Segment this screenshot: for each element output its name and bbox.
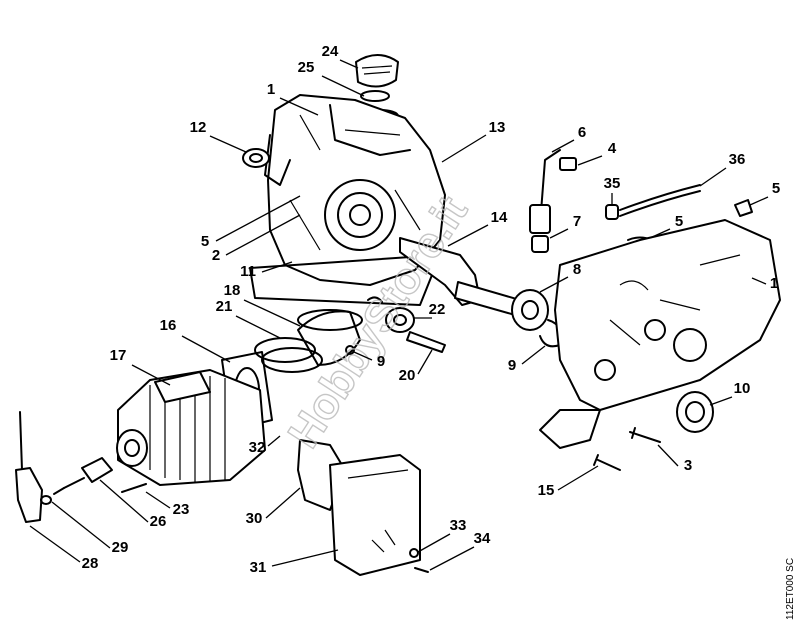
crankcase-right-part	[539, 219, 781, 449]
callout-leader-5	[649, 228, 671, 239]
wrist-pin-part	[367, 296, 446, 353]
callout-leader-36	[699, 167, 727, 187]
callout-leader-33	[417, 533, 451, 553]
callout-label-18: 18	[224, 282, 241, 299]
callout-leader-25	[321, 75, 365, 97]
callout-leader-34	[429, 546, 475, 571]
callout-leader-30	[265, 487, 301, 519]
spark-plug-part	[15, 411, 147, 523]
seal-and-screws-part	[593, 391, 714, 471]
callout-label-8: 8	[573, 261, 581, 278]
callout-label-29: 29	[112, 539, 129, 556]
callout-leader-12	[209, 135, 247, 153]
callout-label-5: 5	[675, 213, 683, 230]
oil-seal-part	[242, 148, 270, 168]
cylinder-part	[116, 369, 266, 486]
leader-lines	[29, 59, 769, 571]
callout-leader-6	[551, 139, 575, 153]
callout-leader-31	[271, 549, 339, 567]
callout-label-20: 20	[399, 367, 416, 384]
callout-leader-23	[145, 491, 171, 509]
callout-label-13: 13	[489, 119, 506, 136]
callout-leader-13	[441, 134, 487, 163]
callout-label-9: 9	[508, 357, 516, 374]
callout-label-3: 3	[684, 457, 692, 474]
callout-leader-9	[353, 351, 373, 361]
callout-label-7: 7	[573, 213, 581, 230]
callout-label-5: 5	[201, 233, 209, 250]
callout-label-6: 6	[578, 124, 586, 141]
callout-label-1: 1	[267, 81, 275, 98]
callout-label-25: 25	[298, 59, 315, 76]
callout-leader-24	[339, 59, 359, 69]
callout-leader-5	[215, 195, 301, 242]
callout-leader-1	[751, 277, 767, 285]
fuel-pickup-part	[529, 149, 577, 253]
callout-label-10: 10	[734, 380, 751, 397]
filler-cap-part	[355, 54, 399, 123]
callout-leader-20	[417, 349, 433, 375]
callout-leader-3	[657, 444, 679, 467]
callout-label-30: 30	[246, 510, 263, 527]
callout-label-24: 24	[322, 43, 339, 60]
callout-leader-9	[521, 345, 546, 365]
callout-label-32: 32	[249, 439, 266, 456]
callout-label-1: 1	[770, 275, 778, 292]
callout-label-15: 15	[538, 482, 555, 499]
callout-leader-5	[749, 196, 769, 206]
callout-label-14: 14	[491, 209, 508, 226]
callout-label-11: 11	[240, 263, 256, 280]
callout-leader-18	[243, 299, 301, 327]
callout-leader-17	[131, 364, 171, 386]
callout-label-4: 4	[608, 140, 617, 157]
callout-label-16: 16	[160, 317, 177, 334]
callout-leader-11	[261, 261, 293, 273]
callout-leader-4	[577, 155, 603, 166]
callout-label-35: 35	[604, 175, 621, 192]
callout-leader-15	[557, 465, 599, 491]
muffler-part	[297, 439, 429, 576]
callout-label-31: 31	[250, 559, 267, 576]
callout-leader-32	[267, 435, 281, 447]
callout-leader-21	[235, 315, 281, 339]
callout-leader-16	[181, 335, 231, 363]
callout-label-26: 26	[150, 513, 167, 530]
callout-label-2: 2	[212, 247, 220, 264]
hose-part	[605, 184, 753, 241]
callout-label-17: 17	[110, 347, 127, 364]
callout-label-28: 28	[82, 555, 99, 572]
callout-leader-2	[225, 214, 301, 256]
callout-label-21: 21	[216, 298, 233, 315]
callout-label-12: 12	[190, 119, 207, 136]
callout-label-23: 23	[173, 501, 190, 518]
piston-part	[254, 309, 363, 373]
callout-leader-1	[279, 97, 319, 116]
callout-leader-10	[709, 396, 733, 406]
callout-label-5: 5	[772, 180, 780, 197]
callout-leader-7	[549, 228, 569, 239]
callout-leader-28	[29, 525, 81, 563]
drawing-code: 112ET000 SC	[785, 558, 796, 620]
callout-label-9: 9	[377, 353, 385, 370]
callout-label-22: 22	[429, 301, 446, 318]
callout-leader-14	[447, 224, 489, 247]
callout-leader-8	[539, 276, 569, 293]
callout-leader-29	[51, 501, 111, 549]
callout-label-33: 33	[450, 517, 467, 534]
callout-label-36: 36	[729, 151, 746, 168]
callout-leader-26	[99, 479, 149, 523]
callout-label-34: 34	[474, 530, 491, 547]
